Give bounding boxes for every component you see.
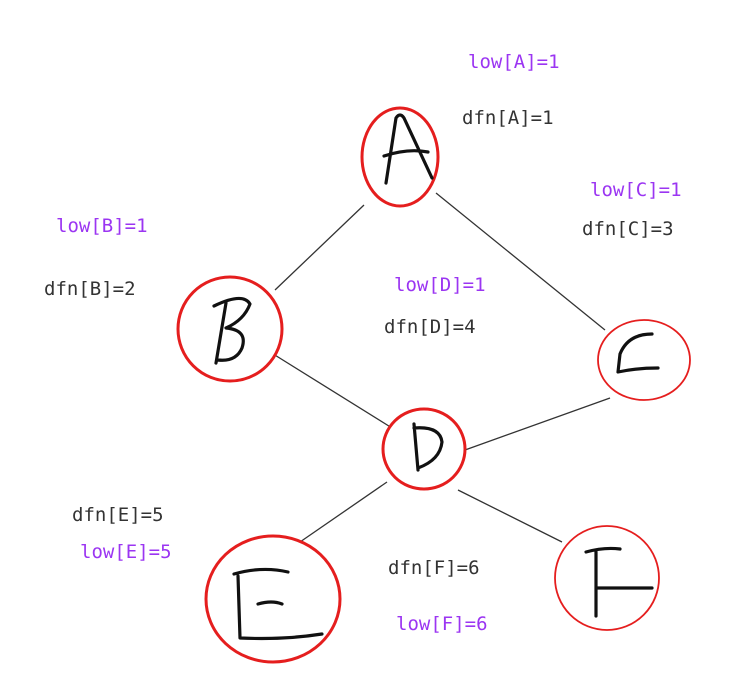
node-f-circle xyxy=(554,525,660,631)
node-d-circle xyxy=(381,407,467,491)
node-e-circle xyxy=(204,534,342,664)
label-low-a: low[A]=1 xyxy=(468,51,560,73)
node-b xyxy=(176,275,284,383)
label-dfn-d: dfn[D]=4 xyxy=(384,316,476,338)
node-c xyxy=(597,319,691,401)
label-low-d: low[D]=1 xyxy=(394,274,486,296)
label-dfn-a: dfn[A]=1 xyxy=(462,107,554,129)
label-dfn-e: dfn[E]=5 xyxy=(72,504,164,526)
node-d-letter xyxy=(412,422,444,472)
label-dfn-f: dfn[F]=6 xyxy=(388,557,480,579)
node-c-letter xyxy=(616,332,660,374)
edge-d-f xyxy=(457,489,563,543)
node-f-letter xyxy=(584,546,654,618)
node-e xyxy=(204,534,342,664)
label-low-b: low[B]=1 xyxy=(56,215,148,237)
node-e-letter xyxy=(232,567,324,641)
node-b-letter xyxy=(212,296,252,365)
edge-c-d xyxy=(464,397,611,451)
edge-a-b xyxy=(274,204,365,291)
node-a-letter xyxy=(382,113,434,185)
label-dfn-b: dfn[B]=2 xyxy=(44,278,136,300)
label-low-e: low[E]=5 xyxy=(80,541,172,563)
edge-a-c xyxy=(435,192,606,331)
label-dfn-c: dfn[C]=3 xyxy=(582,218,674,240)
label-low-f: low[F]=6 xyxy=(396,613,488,635)
node-f xyxy=(554,525,660,631)
edge-b-d xyxy=(269,351,393,429)
node-d xyxy=(381,407,467,491)
edge-d-e xyxy=(299,481,388,543)
node-a xyxy=(360,106,440,208)
node-c-circle xyxy=(597,319,691,401)
node-a-circle xyxy=(360,106,440,208)
label-low-c: low[C]=1 xyxy=(590,179,682,201)
